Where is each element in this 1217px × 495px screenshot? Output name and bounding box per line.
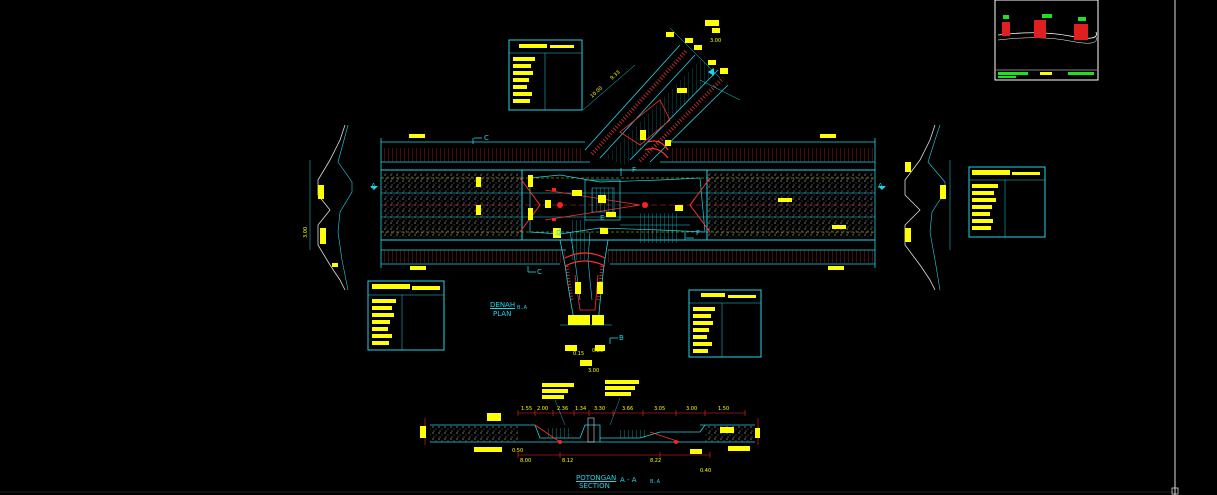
dim-top-1: 1.55 (521, 406, 532, 412)
dim-misc-1: 0.50 (512, 448, 523, 454)
legend-box-right (968, 166, 1046, 238)
junction-structure (519, 169, 711, 243)
right-profile (904, 124, 951, 291)
dim-diag-2: 9.33 (609, 70, 621, 82)
marker-c-bottom: C (537, 268, 542, 276)
section-scale-note: B..A (650, 479, 661, 485)
dim-bot-2: 8.12 (562, 458, 573, 464)
marker-b: B (619, 334, 624, 342)
section-markers (370, 68, 886, 344)
dim-top-5: 3.30 (594, 406, 605, 412)
dim-top-7: 3.05 (654, 406, 665, 412)
dim-misc-3: 0.15 (573, 351, 584, 357)
plan-title-id: DENAH (490, 301, 516, 309)
section-title-id: POTONGAN (576, 474, 617, 482)
dim-bot-4: 0.40 (700, 468, 711, 474)
dim-bot-1: 8.00 (520, 458, 531, 464)
marker-f-top: F (632, 166, 637, 174)
dim-side-1: 3.00 (303, 227, 309, 238)
marker-f-bottom: F (696, 229, 701, 237)
plan-scale-note: B..A (517, 305, 528, 311)
dim-diag-3: 3.00 (710, 38, 721, 44)
dim-top-2: 2.00 (537, 406, 548, 412)
dim-top-8: 3.00 (686, 406, 697, 412)
section-cut-label: A - A (620, 476, 637, 484)
marker-d: D (556, 229, 562, 237)
main-road-plan (380, 138, 876, 268)
marker-c-top: C (484, 134, 489, 142)
legend-box-left (367, 280, 445, 351)
sheet-border (0, 0, 1179, 495)
dim-top-9: 1.50 (718, 406, 729, 412)
legend-box-center (688, 289, 762, 358)
dim-misc-4: 3.00 (588, 368, 599, 374)
dim-top-6: 3.66 (622, 406, 633, 412)
dim-top-3: 2.36 (557, 406, 568, 412)
plan-title-en: PLAN (493, 310, 512, 318)
section-dimension-values: 1.55 2.00 2.36 1.34 3.30 3.66 3.05 3.00 … (303, 185, 946, 474)
dim-side-2: 1.40 (940, 185, 946, 196)
marker-a-right: A (878, 182, 883, 190)
marker-e: E (600, 214, 605, 222)
dim-bot-3: 8.22 (650, 458, 661, 464)
plan-annotations (409, 20, 846, 366)
marker-a-left: A (371, 182, 376, 190)
diagonal-branch-road (584, 27, 741, 165)
left-profile (309, 124, 353, 291)
legend-box-top (508, 39, 583, 111)
section-dimension-lines (424, 410, 759, 458)
dim-diag-1: 10.00 (589, 85, 604, 99)
cross-section (420, 380, 760, 454)
lower-branch-road (559, 220, 612, 326)
key-plan-thumbnail (994, 0, 1099, 81)
dim-misc-2: 0.80 (592, 348, 603, 354)
dim-top-4: 1.34 (575, 406, 586, 412)
section-title-en: SECTION (579, 482, 610, 490)
